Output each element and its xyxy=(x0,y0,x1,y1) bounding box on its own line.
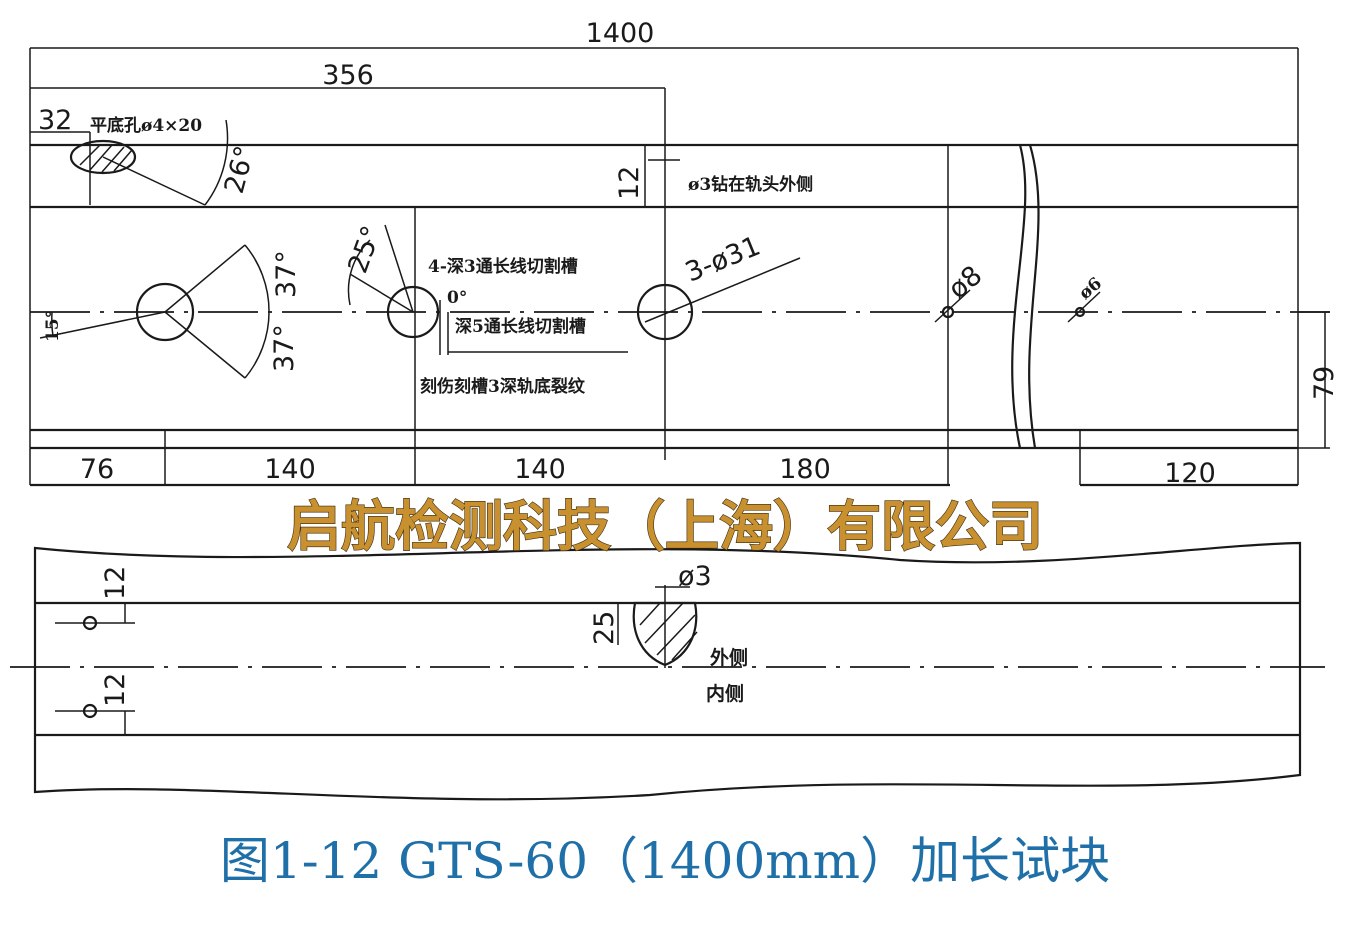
hatch xyxy=(89,144,113,171)
hole-31-b xyxy=(386,285,440,339)
hatch xyxy=(671,631,698,661)
dim-356: 356 xyxy=(322,60,374,91)
hatch xyxy=(639,602,661,626)
angle-26: 26° xyxy=(219,143,261,197)
angle-25: 25° xyxy=(342,222,387,278)
top-label-12b: 12 xyxy=(100,673,131,707)
angle-line-down xyxy=(164,311,246,379)
dim-140b: 140 xyxy=(514,454,566,485)
angle-25-arc xyxy=(347,239,371,306)
dim-140a: 140 xyxy=(264,454,316,485)
angle-0: 0° xyxy=(447,288,467,308)
dim-1400: 1400 xyxy=(586,18,655,49)
hatch xyxy=(79,144,101,166)
hatch xyxy=(644,602,684,644)
angle-25-line-2 xyxy=(384,224,414,313)
dim-120: 120 xyxy=(1164,458,1216,489)
top-label-12a: 12 xyxy=(100,566,131,600)
dim-32: 32 xyxy=(38,105,72,136)
angle-37-b: 37° xyxy=(269,324,300,372)
hatch xyxy=(656,614,696,656)
label-flat-hole: 平底孔ø4×20 xyxy=(90,115,202,136)
hole-6-leader xyxy=(1067,291,1101,323)
top-label-25: 25 xyxy=(589,611,620,645)
label-slot-deep3: 4-深3通长线切割槽 xyxy=(428,256,578,277)
company-watermark: 启航检测科技（上海）有限公司 xyxy=(287,495,1043,558)
label-drill: ø3钻在轨头外侧 xyxy=(688,174,813,195)
dim-76: 76 xyxy=(80,454,114,485)
angle-37-arc xyxy=(244,244,270,379)
label-hole-8: ø8 xyxy=(943,260,989,305)
label-outer-side: 外侧 xyxy=(710,646,748,669)
angle-37-a: 37° xyxy=(271,250,302,298)
angle-15: 15° xyxy=(43,310,63,342)
top-view xyxy=(10,541,1325,801)
angle-25-line xyxy=(349,273,414,313)
dim-79: 79 xyxy=(1309,366,1340,400)
top-view-outline xyxy=(33,541,1302,801)
flat-hole-axis xyxy=(102,156,206,206)
figure-caption: 图1-12 GTS-60（1400mm）加长试块 xyxy=(220,832,1110,890)
angle-26-arc xyxy=(204,119,229,206)
hole-8 xyxy=(941,305,955,319)
top-label-hole: ø3 xyxy=(678,561,712,592)
label-inner-side: 内侧 xyxy=(706,682,744,705)
angle-line-up xyxy=(164,244,246,313)
break-line-1 xyxy=(1011,144,1027,449)
flat-hole-ellipse xyxy=(69,139,137,175)
dim-12: 12 xyxy=(614,166,645,200)
hole-6 xyxy=(1074,306,1086,318)
hatch xyxy=(113,149,133,172)
label-slot-deep5: 深5通长线切割槽 xyxy=(455,316,586,337)
hole-31-c xyxy=(636,283,694,341)
break-line-2 xyxy=(1028,144,1040,449)
hatch xyxy=(101,146,125,173)
hole-31-a xyxy=(135,282,195,342)
angle-15-line xyxy=(39,311,166,339)
label-holes-31: 3-ø31 xyxy=(681,231,765,289)
label-hole-6: ø6 xyxy=(1075,274,1106,304)
angle-15-arc xyxy=(51,311,54,337)
holes-31-leader xyxy=(644,257,801,323)
label-rail-bottom: 刻伤刻槽3深轨底裂纹 xyxy=(420,376,586,397)
side-view xyxy=(29,47,1330,487)
dim-180: 180 xyxy=(779,454,831,485)
top-view-labels: 12 12 25 ø3 外侧 内侧 xyxy=(100,561,748,707)
hole-8-leader xyxy=(934,289,971,323)
